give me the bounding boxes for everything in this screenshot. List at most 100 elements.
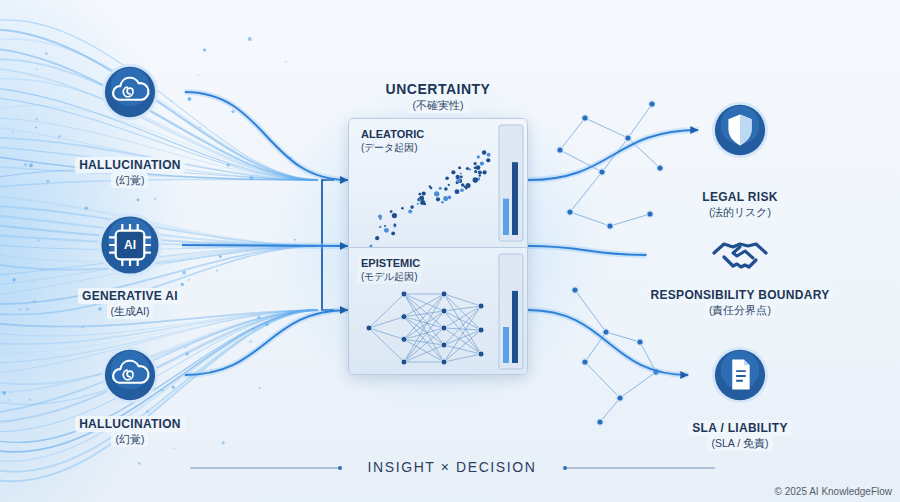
network-node (567, 209, 573, 215)
network-link (628, 104, 652, 138)
light-particle (19, 308, 21, 310)
light-particle (2, 391, 6, 395)
node-title: SLA / LIABILITY (688, 420, 791, 436)
light-stream (0, 179, 318, 186)
node-title: HALLUCINATION (75, 416, 185, 432)
scatter-dot (474, 170, 477, 173)
light-stream (0, 79, 318, 180)
scatter-dot (384, 225, 386, 227)
scatter-dot (375, 236, 379, 240)
scatter-dot (445, 177, 449, 181)
light-particle (98, 307, 102, 311)
light-particle (249, 176, 253, 180)
graphic-part (102, 64, 158, 120)
icon-graphic (710, 225, 770, 285)
node-title: LEGAL RISK (698, 189, 781, 205)
light-stream (0, 49, 318, 180)
light-stream (0, 69, 318, 180)
graphic-part (105, 350, 155, 400)
network-link (404, 294, 444, 328)
light-particle (24, 163, 27, 166)
light-particle (172, 386, 175, 389)
scatter-dot (456, 178, 460, 182)
graphic-part (736, 371, 746, 381)
copyright-note: © 2025 AI KnowledgeFlow (775, 486, 892, 497)
network-link (404, 339, 444, 345)
network-node (617, 395, 623, 401)
connector-line (528, 310, 688, 375)
network-link (606, 332, 640, 342)
network-node (401, 359, 407, 365)
icon: AI (97, 212, 163, 278)
scatter-dot (473, 177, 478, 182)
scatter-dot (474, 162, 477, 165)
light-stream (0, 310, 318, 432)
scatter-dot (477, 155, 480, 158)
icon (711, 101, 769, 159)
scatter-dot (458, 166, 461, 169)
flow-connector (182, 245, 348, 246)
network-node (599, 169, 605, 175)
bar-track (499, 254, 523, 369)
scatter-dot (384, 228, 389, 233)
light-stream (0, 157, 318, 180)
light-particle (216, 270, 218, 272)
light-particle (81, 326, 84, 329)
light-particle (188, 279, 190, 281)
connector-glow (185, 310, 348, 375)
icon-graphic (101, 346, 159, 404)
network-link (404, 311, 444, 339)
light-particle (12, 131, 14, 133)
connector-glow (182, 245, 348, 246)
network-link (404, 362, 444, 363)
graphic-part (715, 105, 765, 155)
connector-line (528, 246, 647, 255)
network-node (366, 325, 372, 331)
icon-node: AIGENERATIVE AI(生成AI) (78, 212, 182, 319)
graphic-part (111, 351, 150, 390)
scatter-dot (483, 170, 487, 174)
network-node (625, 135, 631, 141)
connector-glow (528, 310, 688, 375)
icon-node: SLA / LIABILITY(SLA / 免責) (688, 346, 791, 451)
panel-title: UNCERTAINTY (382, 80, 495, 98)
network-link (404, 328, 444, 362)
scatter-dot (460, 173, 462, 175)
scatter-dot (417, 203, 419, 205)
scatter-dot (441, 201, 444, 204)
light-particle (29, 399, 31, 401)
light-particle (231, 110, 234, 113)
section-subtitle: (データ起因) (357, 141, 422, 155)
scatter-dot (451, 170, 455, 174)
divider-dot (563, 466, 567, 470)
light-particle (197, 74, 199, 76)
network-node (401, 291, 407, 297)
node-subtitle: (責任分界点) (705, 303, 775, 318)
light-stream (0, 89, 318, 180)
light-stream (0, 30, 318, 180)
network-node (478, 303, 484, 309)
light-particle (257, 315, 261, 319)
flow-connector (185, 310, 348, 375)
icon-node: RESPONSIBILITY BOUNDARY(責任分界点) (647, 225, 834, 318)
bar (503, 327, 509, 363)
bar (512, 291, 518, 363)
connector-glow (528, 246, 647, 255)
network-link (404, 328, 444, 339)
network-node (607, 223, 613, 229)
network-link (560, 118, 585, 150)
light-particle (248, 37, 252, 41)
light-particle (161, 389, 163, 391)
network-link (404, 294, 444, 339)
light-stream (0, 59, 318, 180)
node-subtitle: (法的リスク) (705, 205, 775, 220)
panel-section: ALEATORIC(データ起因) (349, 119, 527, 247)
scatter-dot (439, 187, 442, 190)
scatter-dot (392, 213, 397, 218)
light-particle (45, 52, 48, 55)
bar (512, 162, 518, 235)
network-node (582, 115, 588, 121)
network-link (404, 294, 444, 317)
network-link (369, 328, 404, 339)
flow-connector (528, 310, 688, 375)
